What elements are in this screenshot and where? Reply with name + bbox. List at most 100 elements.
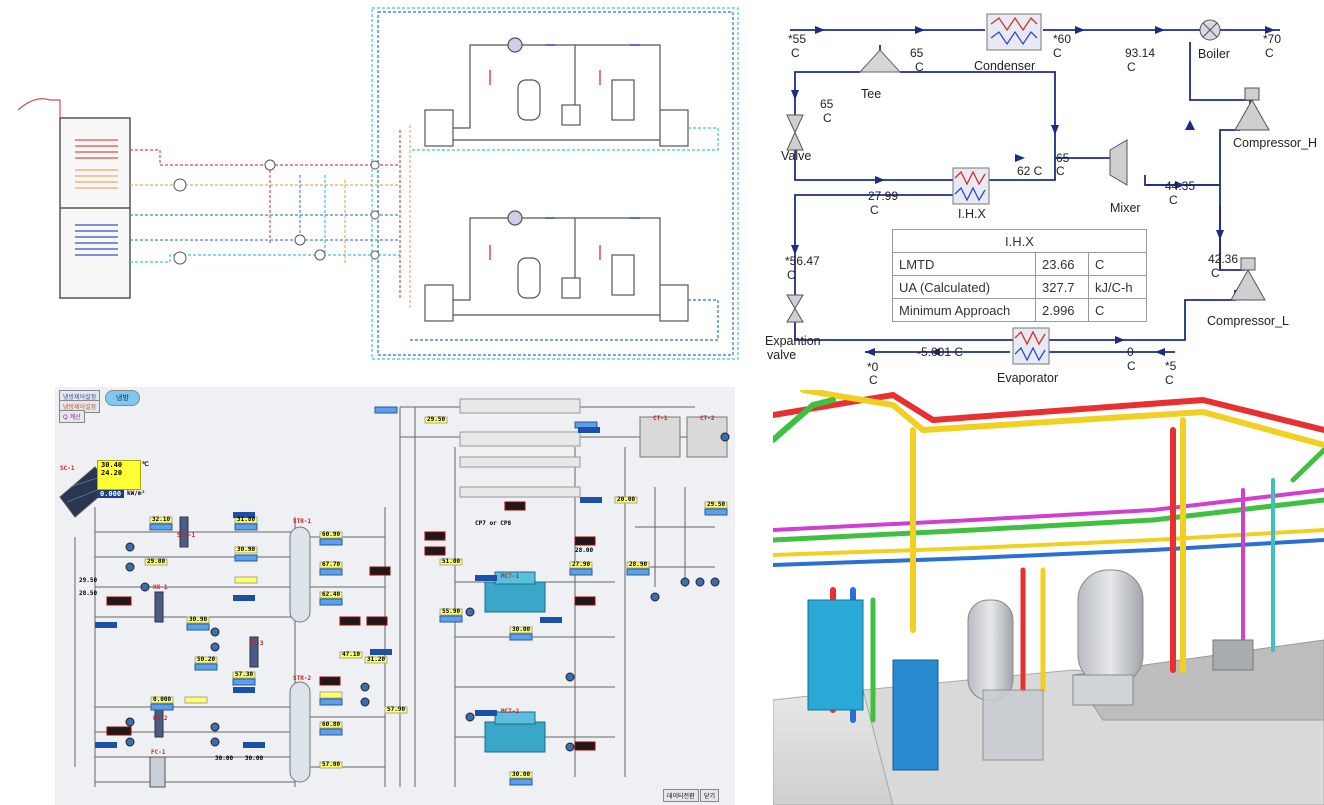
shx-1-exchanger: [179, 516, 189, 548]
value-tsp13: 47.10: [342, 651, 361, 658]
stream-55: *55: [788, 32, 806, 46]
stream-0b: 0: [1127, 345, 1134, 359]
value-tsp14: 31.20: [367, 656, 386, 663]
stream-65-right-unit: C: [1056, 164, 1065, 178]
value-tsp24: 20.00: [617, 496, 636, 503]
ihx-exchanger: [952, 167, 990, 205]
label-fc-1: FC-1: [151, 749, 166, 756]
value-tsp03: 29.80: [147, 558, 166, 565]
ihx-row-unit: C: [1088, 252, 1147, 276]
stream-60-unit: C: [1053, 46, 1062, 60]
str-2-tank: [289, 681, 311, 783]
label-mct-1: MCT-1: [501, 573, 520, 580]
stream-93: 93.14: [1125, 46, 1155, 60]
ihx-row-name: UA (Calculated): [892, 275, 1036, 299]
valve-icon: [786, 114, 804, 151]
blue-chiller-unit: [807, 599, 864, 711]
stream-55-unit: C: [791, 46, 800, 60]
value-cv: 28.00: [575, 547, 594, 554]
tee-icon: [858, 49, 902, 73]
stream-0a: *0: [867, 360, 879, 374]
value-tsp20: 30.00: [512, 771, 531, 778]
evaporator-hx: [1012, 327, 1050, 365]
value-tsp21: 60.80: [322, 721, 341, 728]
label-ct-2: CT-2: [700, 415, 715, 422]
close-button[interactable]: 닫기: [700, 789, 720, 802]
label-evaporator: Evaporator: [997, 371, 1058, 385]
hx-2-exchanger: [154, 706, 164, 738]
base-skid: [1072, 674, 1134, 706]
stream-70: *70: [1263, 32, 1281, 46]
value-tsp17: 27.90: [572, 561, 591, 568]
value-tsp08: 60.90: [322, 531, 341, 538]
piping-schematic-svg: [17, 7, 739, 360]
stream-65-mid: 65: [820, 97, 834, 111]
right-storage-vessel: [1077, 569, 1144, 686]
solar-temp-unit: ℃: [142, 461, 149, 468]
mixer-icon: [1109, 139, 1128, 186]
value-tsp23: 29.50: [427, 416, 446, 423]
stream-65-mid-unit: C: [823, 111, 832, 125]
label-mct-2: MCT-2: [501, 708, 520, 715]
stream-0b-unit: C: [1127, 359, 1136, 373]
value-zero: 0.000: [153, 696, 172, 703]
plant-3d-svg: [773, 390, 1324, 805]
label-hx-1: HX-1: [153, 584, 168, 591]
ihx-row-value: 2.996: [1035, 298, 1089, 322]
value-tsp22: 57.00: [322, 761, 341, 768]
label-compressor-h: Compressor_H: [1233, 136, 1317, 150]
value-tsp07: 30.90: [189, 616, 208, 623]
solar-temp1: 30.40: [101, 461, 123, 469]
label-expansion-valve-2: valve: [767, 348, 796, 362]
table-row: LMTD 23.66 C: [892, 252, 1147, 276]
label-ct-1: CT-1: [653, 415, 668, 422]
process-flow-panel: *55 C 65 C *60 C 93.14 C *70 C 65 C 62 C…: [755, 0, 1324, 390]
solar-readout-box: 30.40 24.20: [97, 460, 141, 490]
value-tsp10: 62.40: [322, 591, 341, 598]
value-tsp04: 30.90: [237, 546, 256, 553]
ct-1-tower: [639, 416, 681, 458]
stream-65-right: 65: [1056, 151, 1070, 165]
stream-65-top: 65: [910, 46, 924, 60]
value-tsp11: 50.20: [197, 656, 216, 663]
compressor-h-icon: [1234, 87, 1270, 131]
label-ihx: I.H.X: [958, 207, 986, 221]
stream-5: *5: [1165, 359, 1177, 373]
label-boiler: Boiler: [1198, 47, 1230, 61]
ihx-row-name: LMTD: [892, 252, 1036, 276]
small-equipment: [1212, 639, 1254, 671]
stream-44: 44.35: [1165, 179, 1195, 193]
ihx-row-name: Minimum Approach: [892, 298, 1036, 322]
shower-icon: [17, 98, 61, 118]
label-compressor-l: Compressor_L: [1207, 314, 1289, 328]
hx-1-exchanger: [154, 591, 164, 623]
tab-cooling[interactable]: 냉방: [105, 390, 140, 406]
compressor-l-icon: [1230, 257, 1266, 301]
solar-power-unit: kW/m²: [127, 490, 146, 497]
data-switch-button[interactable]: 데이터전환: [663, 789, 699, 802]
value-tsp18: 28.90: [629, 561, 648, 568]
solar-label: SC-1: [60, 465, 75, 472]
stream-27-unit: C: [870, 203, 879, 217]
value-bottom-2: 30.00: [245, 755, 264, 762]
label-condenser: Condenser: [974, 59, 1035, 73]
stream-5001: -5.001 C: [917, 345, 963, 359]
value-tsp16: 55.90: [442, 608, 461, 615]
label-hx-2: HX-2: [153, 715, 168, 722]
value-tsp19: 30.00: [512, 626, 531, 633]
ihx-table-title: I.H.X: [892, 229, 1147, 253]
value-tsp01: 32.10: [152, 516, 171, 523]
stream-56: *56.47: [785, 254, 820, 268]
value-tsp06: 28.50: [79, 590, 98, 597]
blue-tower-unit: [892, 659, 939, 771]
expansion-valve-icon: [786, 294, 804, 323]
menu-q-calc[interactable]: Q 계산: [59, 410, 85, 423]
ihx-row-value: 23.66: [1035, 252, 1089, 276]
stream-56-unit: C: [787, 268, 796, 282]
piping-schematic-panel: [0, 0, 745, 370]
label-str-1: STR-1: [293, 518, 312, 525]
stream-93-unit: C: [1127, 60, 1136, 74]
value-bottom-1: 30.00: [215, 755, 234, 762]
value-tsp15: 51.00: [442, 558, 461, 565]
plant-3d-render-panel: [773, 390, 1324, 805]
